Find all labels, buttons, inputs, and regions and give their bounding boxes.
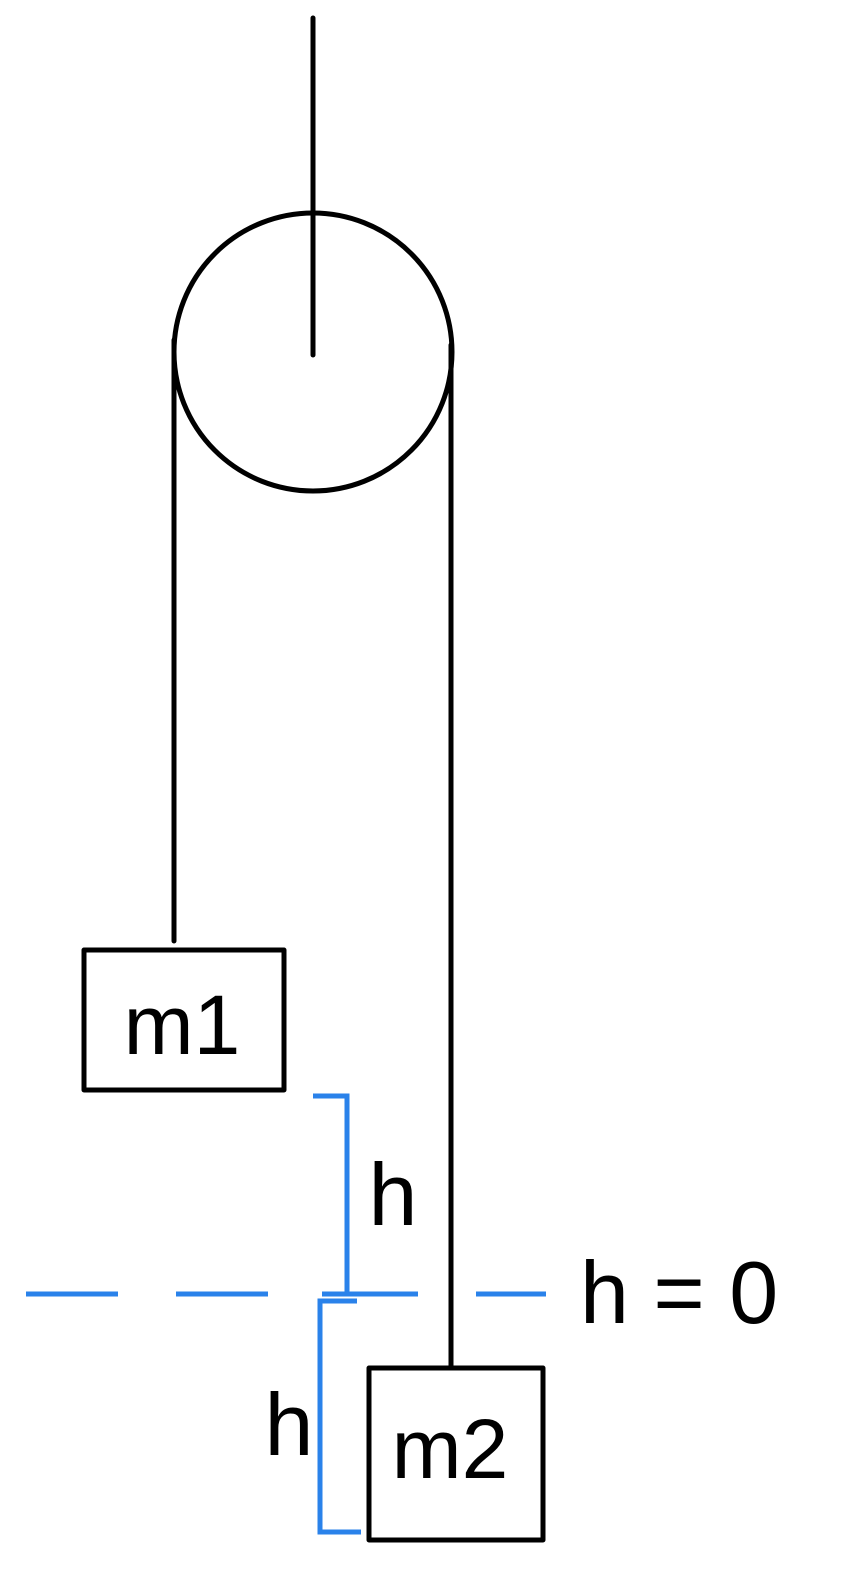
height-bracket-upper-line — [313, 1093, 350, 1297]
height-bracket-lower-line — [317, 1298, 361, 1535]
mass-1-label: m1 — [124, 978, 241, 1072]
height-label-upper: h — [369, 1145, 418, 1244]
mass-1-box — [81, 947, 287, 1093]
reference-line: h = 0 — [26, 1243, 778, 1342]
mass-1-block: m1 — [81, 947, 287, 1093]
mass-2-block: m2 — [366, 1365, 546, 1543]
mass-2-box — [366, 1365, 546, 1543]
height-bracket-lower: h — [265, 1298, 361, 1535]
height-bracket-upper: h — [313, 1093, 418, 1297]
height-label-lower: h — [265, 1375, 314, 1474]
reference-level-label: h = 0 — [580, 1243, 778, 1342]
mass-2-label: m2 — [392, 1402, 509, 1496]
